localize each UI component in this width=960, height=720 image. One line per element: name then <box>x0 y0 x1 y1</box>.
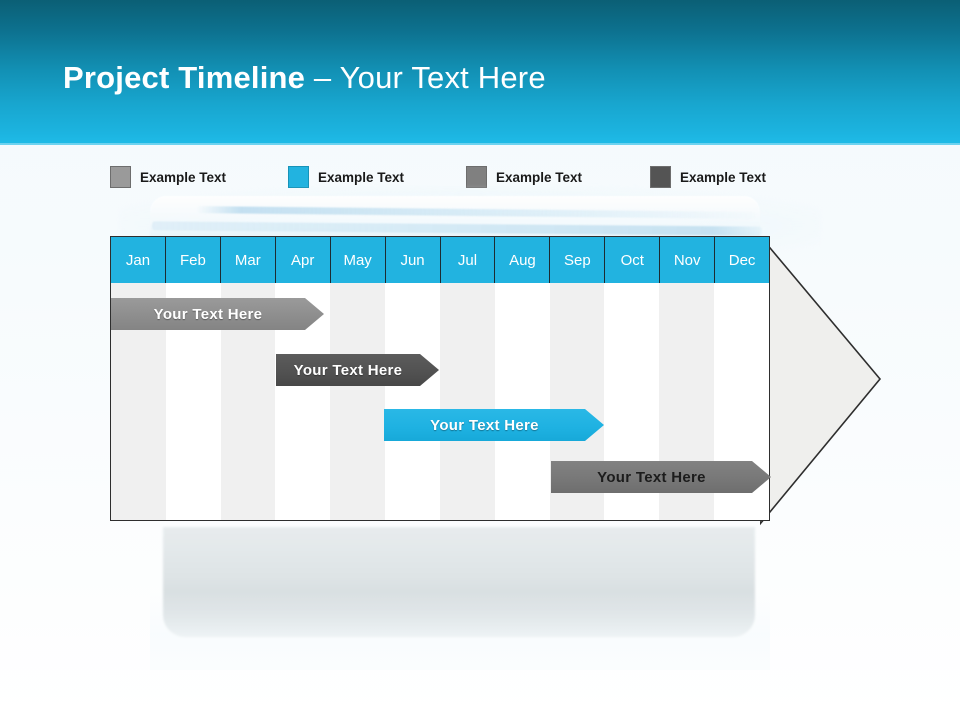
reflection-fade <box>150 590 770 670</box>
month-cell-mar[interactable]: Mar <box>220 237 276 283</box>
task-bar-label-4: Your Text Here <box>597 468 706 486</box>
page-title: Project Timeline – Your Text Here <box>63 60 546 96</box>
legend-item-3[interactable]: Example Text <box>466 166 582 188</box>
gantt-chart: Jan Feb Mar Apr May Jun Jul Aug Sep Oct … <box>110 236 770 521</box>
month-cell-sep[interactable]: Sep <box>550 237 606 283</box>
task-bar-label-3: Your Text Here <box>430 416 539 434</box>
month-cell-jun[interactable]: Jun <box>385 237 441 283</box>
column-stripe <box>385 283 440 520</box>
month-cell-feb[interactable]: Feb <box>165 237 221 283</box>
legend: Example Text Example Text Example Text E… <box>0 166 960 196</box>
month-cell-dec[interactable]: Dec <box>715 237 770 283</box>
month-cell-apr[interactable]: Apr <box>275 237 331 283</box>
task-bar-3[interactable]: Your Text Here <box>384 409 604 441</box>
legend-item-4[interactable]: Example Text <box>650 166 766 188</box>
task-bar-label-1: Your Text Here <box>153 305 263 323</box>
month-cell-jan[interactable]: Jan <box>111 237 166 283</box>
column-stripe <box>330 283 386 520</box>
column-stripe <box>439 283 495 520</box>
legend-item-2[interactable]: Example Text <box>288 166 404 188</box>
legend-swatch-icon-4 <box>650 166 671 188</box>
month-cell-nov[interactable]: Nov <box>660 237 716 283</box>
month-cell-jul[interactable]: Jul <box>440 237 496 283</box>
page-title-bold: Project Timeline <box>63 60 306 95</box>
legend-swatch-icon-3 <box>466 166 487 188</box>
legend-item-1[interactable]: Example Text <box>110 166 226 188</box>
page-title-separator: – <box>305 60 340 95</box>
legend-label-1: Example Text <box>140 169 227 185</box>
column-stripe <box>494 283 550 520</box>
task-bar-1[interactable]: Your Text Here <box>111 298 324 330</box>
timeline-arrow-head-icon <box>760 236 882 526</box>
legend-label-2: Example Text <box>318 169 405 185</box>
month-header-row: Jan Feb Mar Apr May Jun Jul Aug Sep Oct … <box>111 237 770 283</box>
legend-swatch-icon-2 <box>288 166 309 188</box>
header-banner: Project Timeline – Your Text Here <box>0 0 960 145</box>
legend-label-4: Example Text <box>680 169 767 185</box>
legend-label-3: Example Text <box>496 169 583 185</box>
month-cell-aug[interactable]: Aug <box>495 237 551 283</box>
task-bar-4[interactable]: Your Text Here <box>551 461 771 493</box>
page-title-light: Your Text Here <box>339 60 546 95</box>
month-cell-oct[interactable]: Oct <box>605 237 661 283</box>
month-cell-may[interactable]: May <box>330 237 386 283</box>
legend-swatch-icon-1 <box>110 166 131 188</box>
task-bar-2[interactable]: Your Text Here <box>276 354 439 386</box>
task-bar-label-2: Your Text Here <box>293 361 403 379</box>
